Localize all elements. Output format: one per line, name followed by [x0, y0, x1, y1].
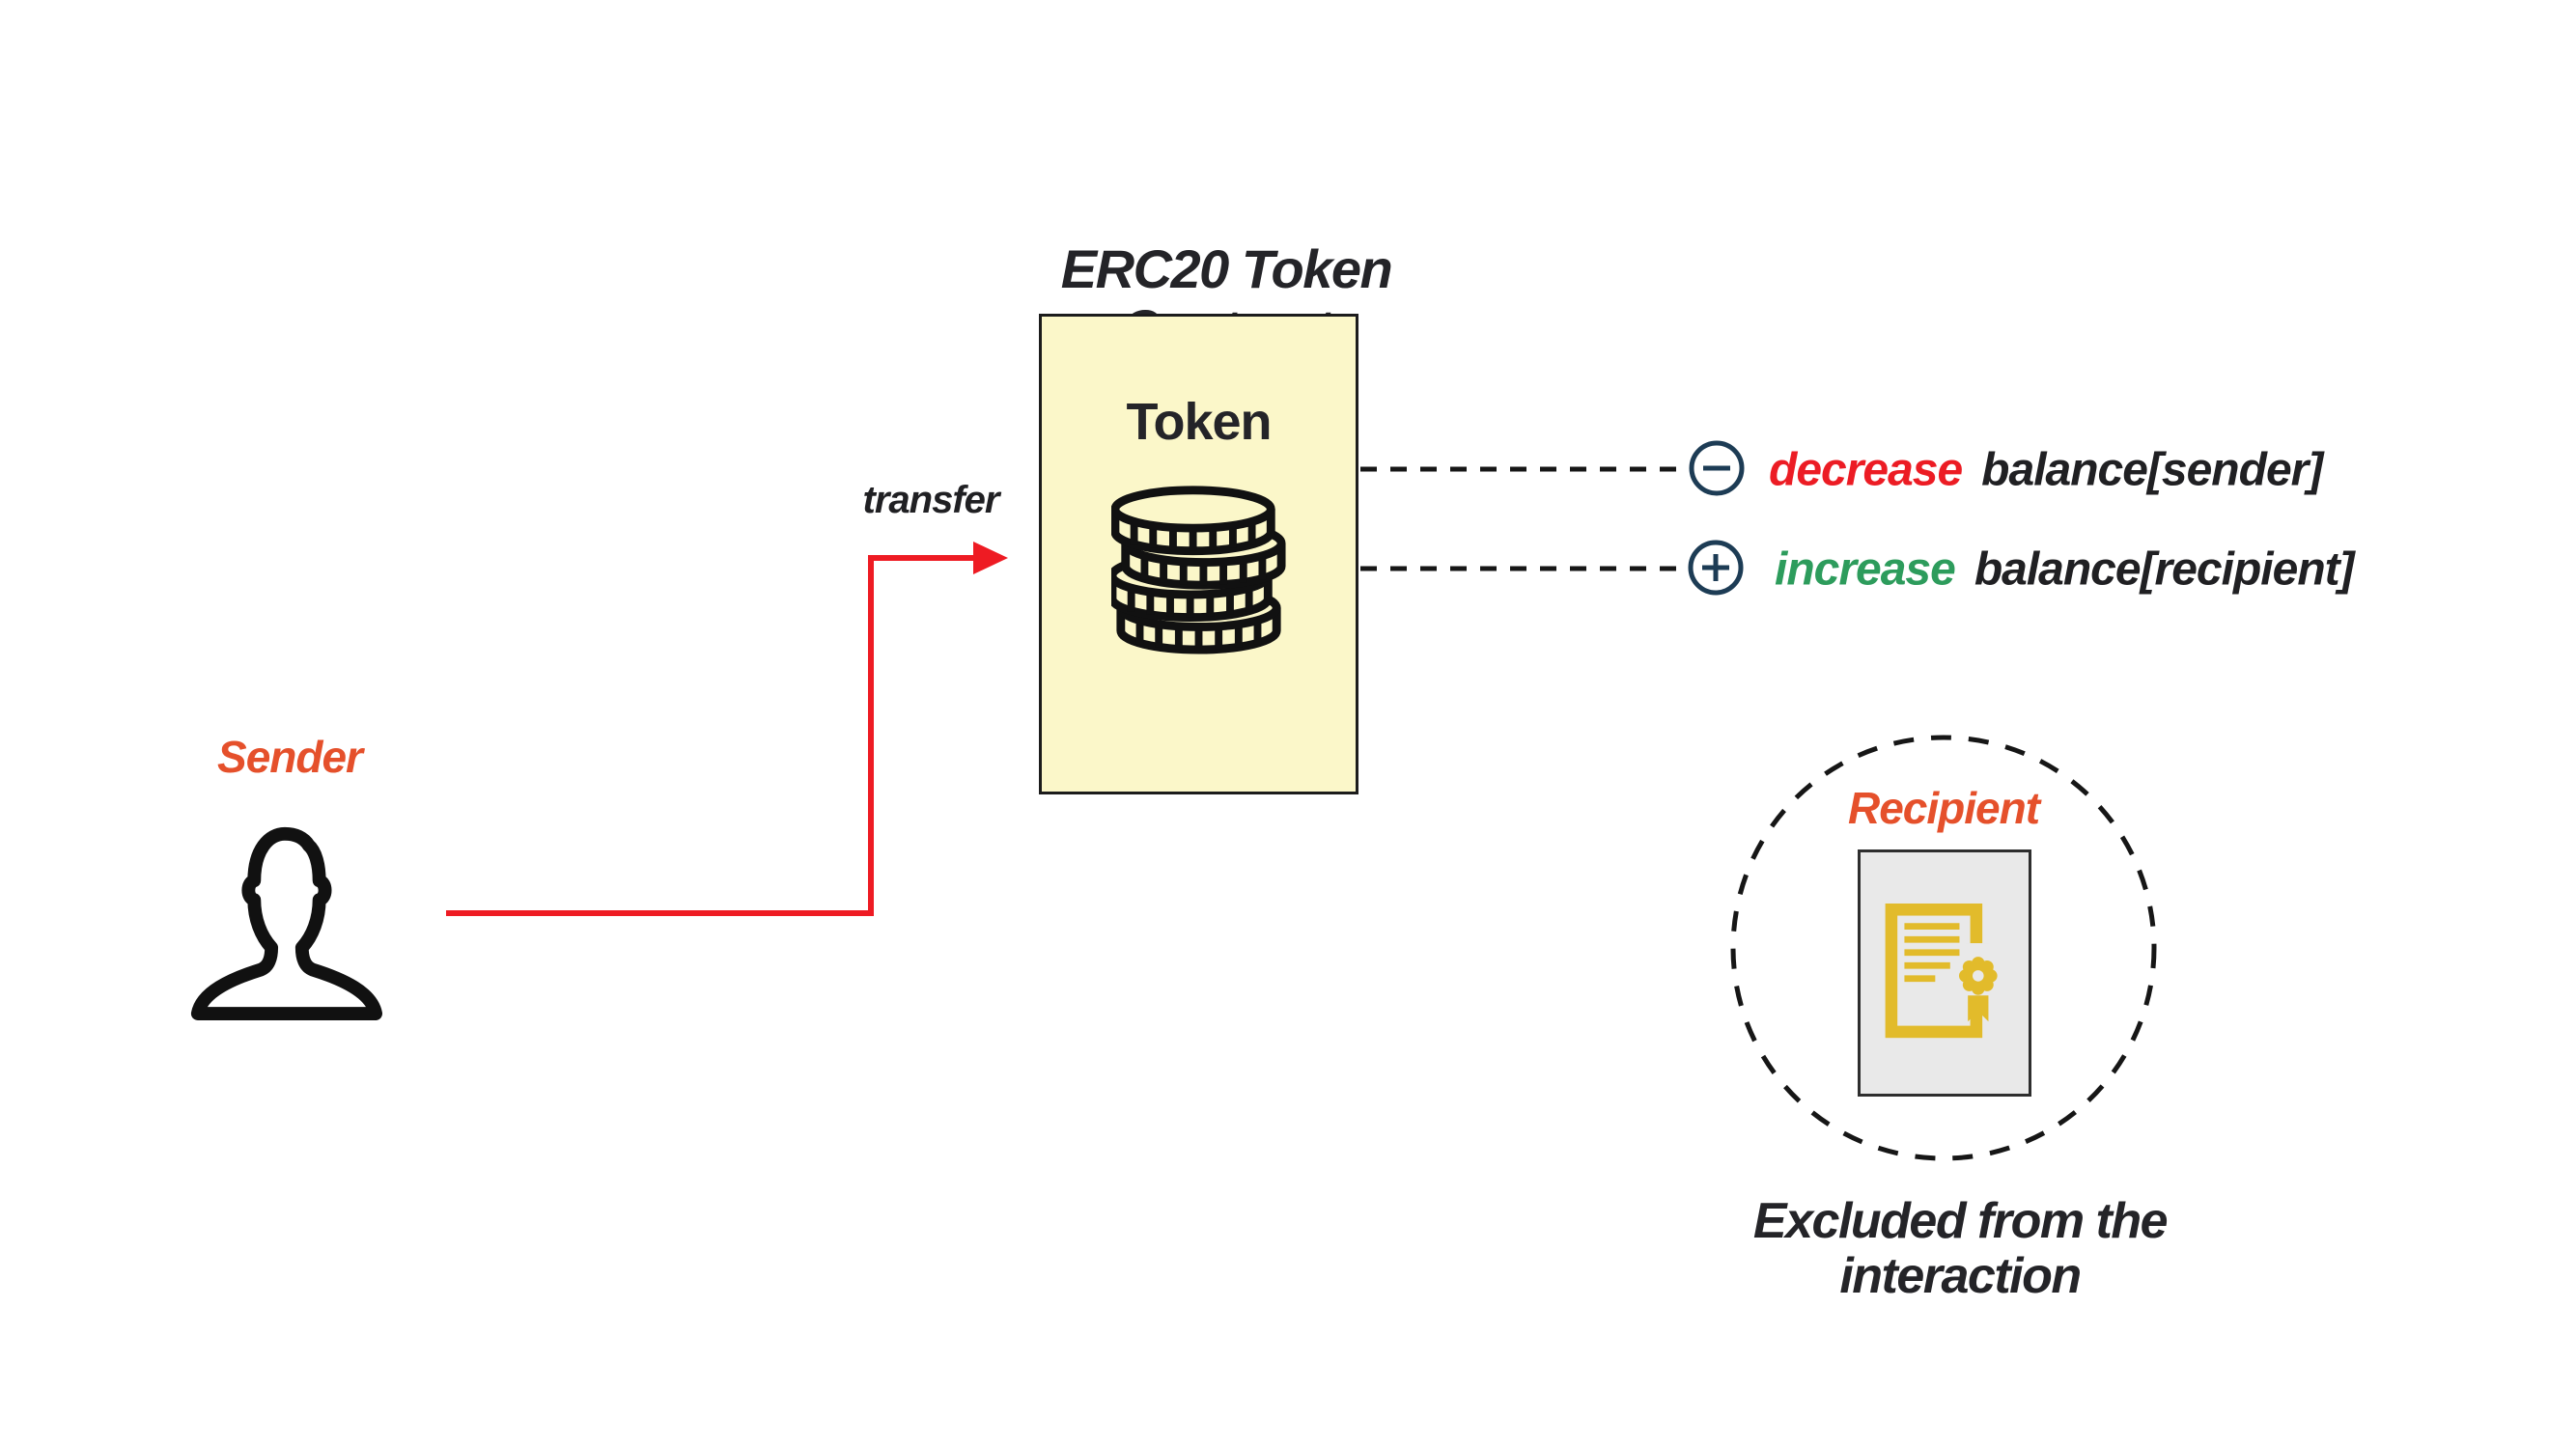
- certificate-icon: [1885, 903, 1998, 1039]
- token-label: Token: [1126, 393, 1272, 451]
- effect-decrease-row: decrease balance[sender]: [1769, 444, 2323, 497]
- transfer-label: transfer: [862, 479, 1000, 521]
- sender-label: Sender: [217, 732, 363, 782]
- transfer-arrow: [446, 542, 1008, 916]
- recipient-label: Recipient: [1847, 783, 2040, 833]
- decrease-action-label: decrease: [1769, 444, 1963, 496]
- effect-increase-row: increase balance[recipient]: [1775, 543, 2355, 597]
- increase-action-label: increase: [1775, 543, 1956, 596]
- recipient-contract-box: [1858, 849, 2031, 1097]
- increase-target-label: balance[recipient]: [1974, 543, 2355, 596]
- minus-circle-icon: [1689, 440, 1745, 496]
- coin-stack-icon: [1111, 486, 1286, 654]
- certificate-seal: [1958, 957, 1998, 1022]
- plus-circle-icon: [1688, 540, 1744, 596]
- excluded-caption: Excluded from the interaction: [1752, 1193, 2169, 1305]
- token-contract-box: Token: [1039, 314, 1358, 794]
- decrease-target-label: balance[sender]: [1981, 444, 2323, 496]
- person-icon: [190, 826, 383, 1020]
